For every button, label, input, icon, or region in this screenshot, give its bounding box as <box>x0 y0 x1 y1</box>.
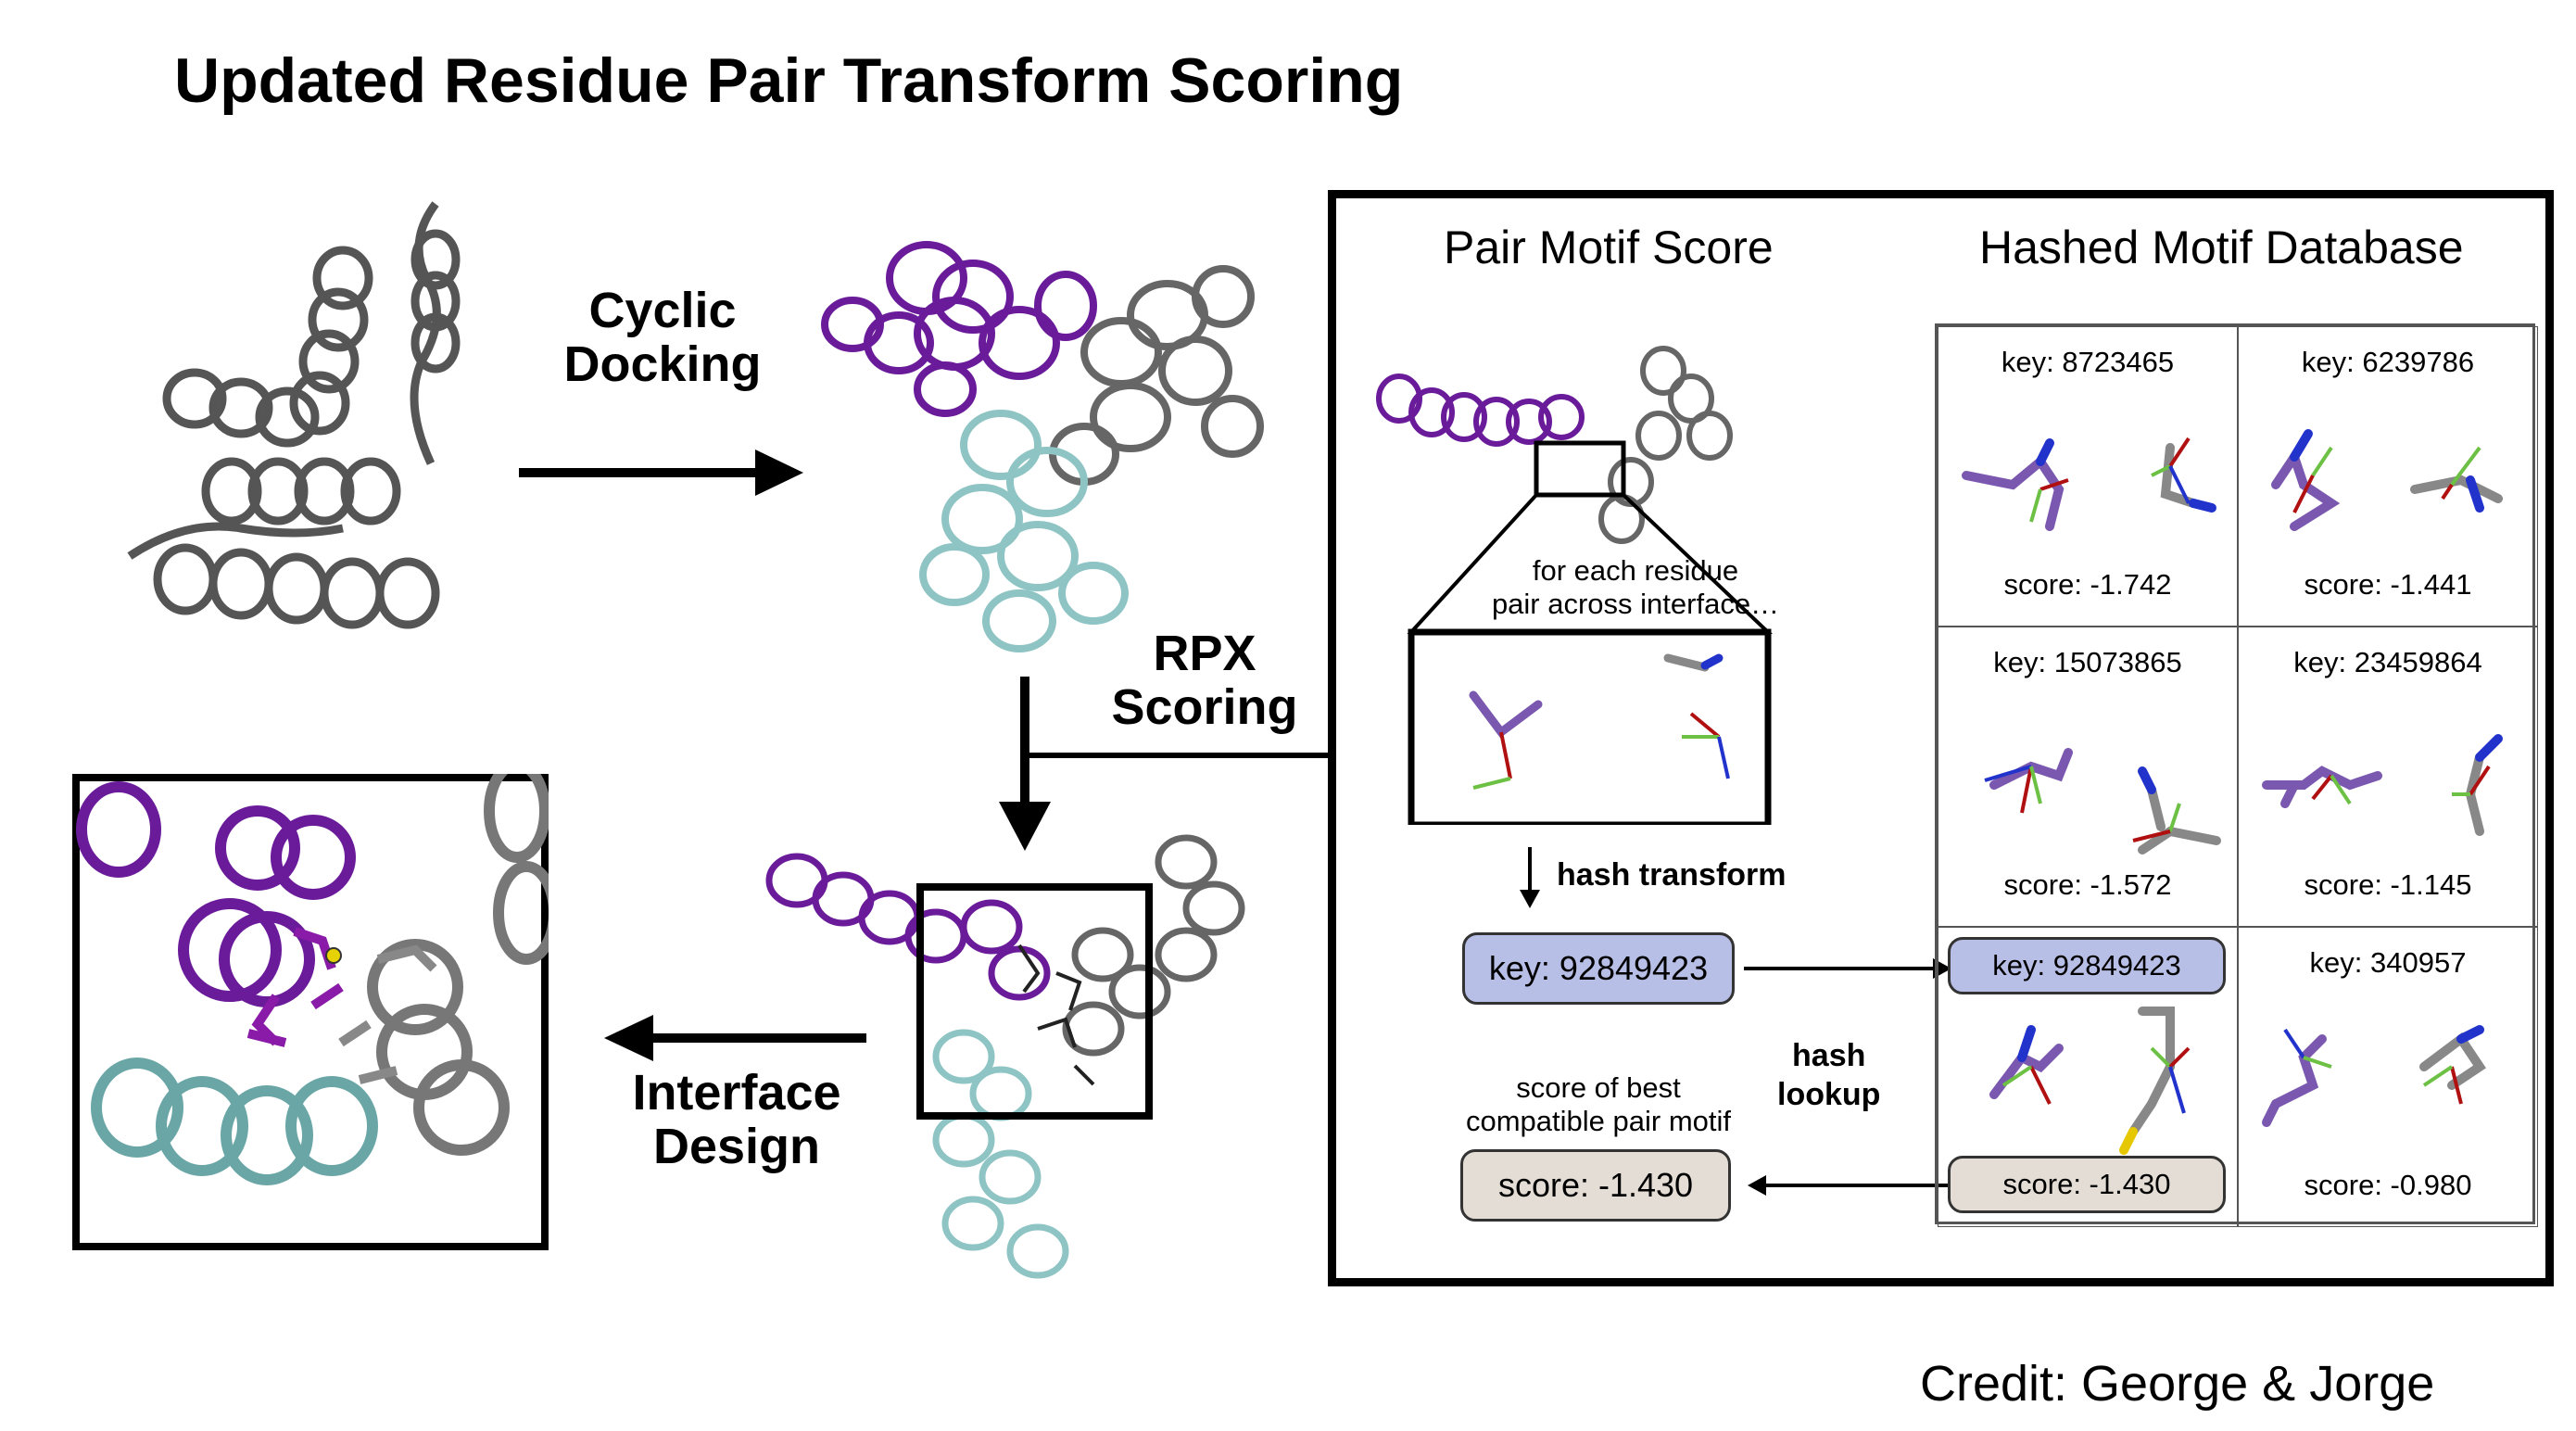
docked-trimer-structure <box>821 241 1264 652</box>
arrow-to-result <box>1748 1175 1951 1196</box>
db-key: key: 23459864 <box>2293 646 2482 678</box>
credit-text: Credit: George & Jorge <box>1920 1356 2435 1412</box>
motif-sticks <box>2262 1025 2486 1127</box>
db-score: score: -1.572 <box>2003 868 2172 901</box>
db-key: key: 340957 <box>2309 946 2467 979</box>
rpx-connector <box>999 677 1336 851</box>
hash-transform-arrow <box>1520 847 1540 908</box>
motif-sticks <box>1984 748 2221 855</box>
matched-score-pill: score: -1.430 <box>1948 1156 2226 1213</box>
db-score: score: -1.742 <box>2003 568 2172 601</box>
db-key: key: 15073865 <box>1993 646 2182 678</box>
db-score: score: -1.441 <box>2304 568 2472 601</box>
motif-sticks <box>1989 1007 2191 1155</box>
query-key-pill: key: 92849423 <box>1462 932 1735 1005</box>
monomer-structure <box>127 201 461 629</box>
pair-motif-dimer <box>1376 346 1774 825</box>
motif-sticks <box>1962 437 2216 531</box>
db-key: key: 6239786 <box>2301 346 2475 378</box>
designed-trimer-structure <box>765 834 1245 1279</box>
db-key: key: 8723465 <box>2001 346 2175 378</box>
result-score-pill: score: -1.430 <box>1460 1149 1731 1222</box>
arrow-left-design <box>604 1015 866 1061</box>
db-cell: key: 6239786 score: -1.441 <box>2238 326 2538 627</box>
db-cell: key: 92849423 score: -1.430 <box>1938 927 2238 1227</box>
motif-database-grid: key: 8723465 score: -1.742 key: 6239786 … <box>1935 323 2538 1227</box>
motif-sticks <box>2271 429 2503 531</box>
db-cell: key: 8723465 score: -1.742 <box>1938 326 2238 627</box>
matched-key-pill: key: 92849423 <box>1948 937 2226 994</box>
rpx-detail-panel <box>1328 190 2554 1286</box>
hashed-motif-database-header: Hashed Motif Database <box>1979 222 2464 273</box>
pair-motif-score-header: Pair Motif Score <box>1444 222 1774 273</box>
arrow-to-database <box>1744 958 1951 979</box>
db-score: score: -1.145 <box>2304 868 2472 901</box>
motif-sticks <box>2262 734 2503 836</box>
arrow-right-docking <box>519 450 803 496</box>
db-cell: key: 15073865 score: -1.572 <box>1938 627 2238 927</box>
db-cell: key: 340957 score: -0.980 <box>2238 927 2538 1227</box>
db-score: score: -0.980 <box>2304 1169 2472 1201</box>
db-cell: key: 23459864 score: -1.145 <box>2238 627 2538 927</box>
hash-transform-label: hash transform <box>1557 857 1787 893</box>
interface-zoom-structure <box>72 774 549 1250</box>
page-title: Updated Residue Pair Transform Scoring <box>174 45 1404 116</box>
